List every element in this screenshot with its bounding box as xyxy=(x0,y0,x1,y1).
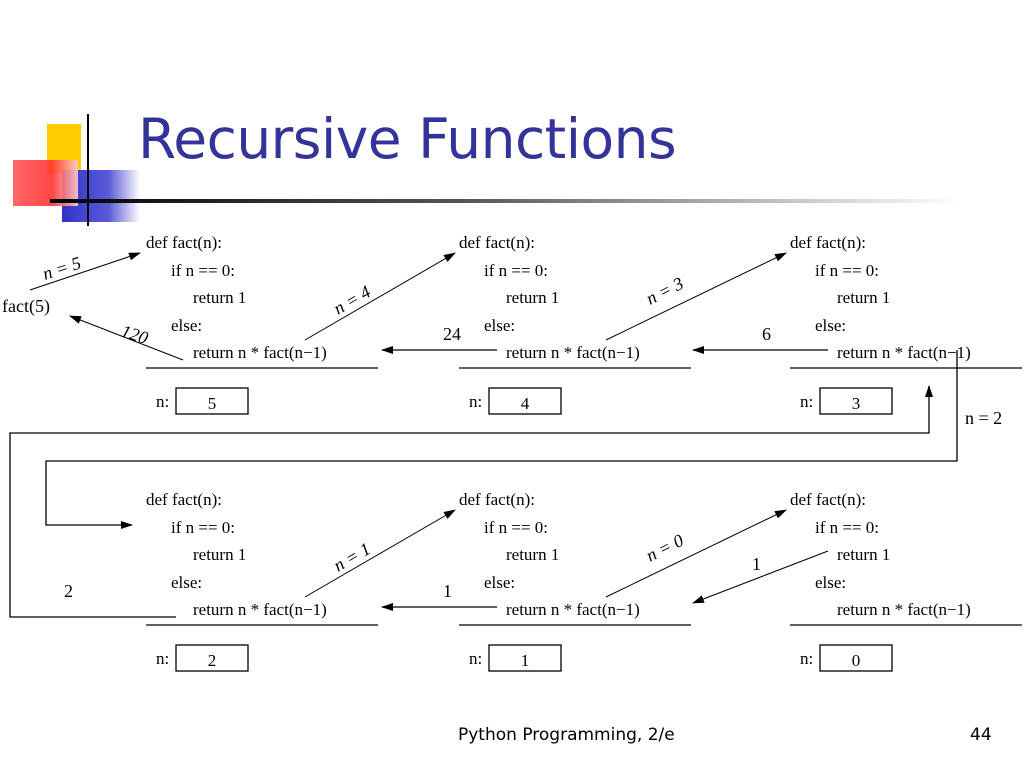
return-label-120: 120 xyxy=(119,321,151,348)
code-return-1: return 1 xyxy=(193,545,246,564)
code-return-1: return 1 xyxy=(837,288,890,307)
call-arrow-n1 xyxy=(304,509,456,598)
code-if: if n == 0: xyxy=(171,518,235,537)
return-label-2: 2 xyxy=(64,581,73,601)
code-def: def fact(n): xyxy=(459,233,535,252)
n-value: 4 xyxy=(521,394,530,413)
code-if: if n == 0: xyxy=(484,518,548,537)
code-def: def fact(n): xyxy=(459,490,535,509)
code-return-recursive: return n * fact(n−1) xyxy=(506,600,640,619)
n-value: 3 xyxy=(852,394,861,413)
code-else: else: xyxy=(171,573,202,592)
code-def: def fact(n): xyxy=(790,233,866,252)
footer-title: Python Programming, 2/e xyxy=(458,725,675,745)
frame-n2: def fact(n): if n == 0: return 1 else: r… xyxy=(146,490,378,672)
call-arrow-n5 xyxy=(29,252,141,291)
n-value-box xyxy=(819,644,893,672)
slide-title: Recursive Functions xyxy=(138,107,677,171)
frame-n3: def fact(n): if n == 0: return 1 else: r… xyxy=(790,233,1022,415)
frame-n0: def fact(n): if n == 0: return 1 else: r… xyxy=(790,490,1022,672)
return-label-6: 6 xyxy=(762,324,771,344)
code-if: if n == 0: xyxy=(171,261,235,280)
code-return-recursive: return n * fact(n−1) xyxy=(193,600,327,619)
return-label-1-lower: 1 xyxy=(752,554,761,574)
code-return-1: return 1 xyxy=(193,288,246,307)
initial-call-label: fact(5) xyxy=(2,296,50,317)
code-return-recursive: return n * fact(n−1) xyxy=(506,343,640,362)
code-else: else: xyxy=(484,573,515,592)
code-return-recursive: return n * fact(n−1) xyxy=(837,600,971,619)
call-arrow-n3 xyxy=(605,252,787,341)
return-label-1-upper: 1 xyxy=(443,581,452,601)
deco-red-square xyxy=(13,160,78,206)
code-def: def fact(n): xyxy=(146,233,222,252)
code-return-1: return 1 xyxy=(837,545,890,564)
n-value-box xyxy=(175,644,249,672)
return-arrow-2 xyxy=(9,385,933,618)
n-value-box xyxy=(488,387,562,415)
connector-n2-down xyxy=(45,350,958,529)
n-value: 5 xyxy=(208,394,217,413)
code-else: else: xyxy=(171,316,202,335)
frame-n1: def fact(n): if n == 0: return 1 else: r… xyxy=(459,490,691,672)
code-return-recursive: return n * fact(n−1) xyxy=(193,343,327,362)
n-value: 0 xyxy=(852,651,861,670)
n-label: n: xyxy=(800,392,813,411)
code-else: else: xyxy=(815,316,846,335)
code-return-recursive: return n * fact(n−1) xyxy=(837,343,971,362)
call-label-n0: n = 0 xyxy=(643,530,687,566)
call-label-n2: n = 2 xyxy=(965,408,1002,428)
code-if: if n == 0: xyxy=(815,518,879,537)
return-label-24: 24 xyxy=(443,324,461,344)
code-if: if n == 0: xyxy=(815,261,879,280)
n-value-box xyxy=(175,387,249,415)
return-arrow-1-lower xyxy=(692,550,829,604)
n-label: n: xyxy=(469,392,482,411)
call-label-n3: n = 3 xyxy=(643,273,687,309)
return-arrow-120 xyxy=(69,315,184,361)
code-if: if n == 0: xyxy=(484,261,548,280)
code-def: def fact(n): xyxy=(790,490,866,509)
code-def: def fact(n): xyxy=(146,490,222,509)
n-value-box xyxy=(819,387,893,415)
call-arrow-n4 xyxy=(304,252,456,341)
n-label: n: xyxy=(469,649,482,668)
frame-n5: def fact(n): if n == 0: return 1 else: r… xyxy=(146,233,378,415)
code-return-1: return 1 xyxy=(506,288,559,307)
n-value-box xyxy=(488,644,562,672)
n-value: 2 xyxy=(208,651,217,670)
code-else: else: xyxy=(815,573,846,592)
code-return-1: return 1 xyxy=(506,545,559,564)
page-number: 44 xyxy=(970,725,992,745)
n-value: 1 xyxy=(521,651,530,670)
n-label: n: xyxy=(156,649,169,668)
title-rule xyxy=(50,199,960,203)
call-arrow-n0 xyxy=(605,509,787,598)
n-label: n: xyxy=(156,392,169,411)
code-else: else: xyxy=(484,316,515,335)
n-label: n: xyxy=(800,649,813,668)
frame-n4: def fact(n): if n == 0: return 1 else: r… xyxy=(459,233,691,415)
